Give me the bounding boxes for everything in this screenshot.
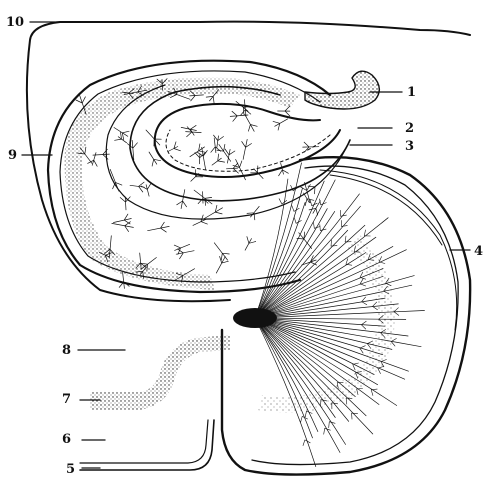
label-4: 4 xyxy=(474,244,483,259)
branch xyxy=(181,125,196,135)
fibre-twig xyxy=(340,210,346,216)
branch xyxy=(245,237,256,251)
label-9: 9 xyxy=(8,148,17,163)
label-6: 6 xyxy=(62,432,71,447)
label-10: 10 xyxy=(6,15,24,30)
branch xyxy=(245,114,257,131)
label-3: 3 xyxy=(405,139,414,154)
stippled-stalk xyxy=(90,335,230,410)
branch xyxy=(273,119,288,130)
branch xyxy=(242,139,252,159)
branch xyxy=(177,190,187,209)
label-2: 2 xyxy=(405,121,414,136)
branch xyxy=(148,222,170,232)
branch xyxy=(297,232,312,249)
hilum-bundle xyxy=(233,308,277,328)
fibre-twig xyxy=(352,413,358,419)
branch xyxy=(112,222,134,232)
label-5: 5 xyxy=(66,462,75,477)
branch xyxy=(168,142,181,152)
branch xyxy=(241,100,251,117)
branch xyxy=(193,215,208,225)
fibre-twig xyxy=(310,200,317,206)
branch xyxy=(204,205,222,218)
fibre-twig xyxy=(301,416,308,422)
branch xyxy=(130,182,144,192)
branch xyxy=(176,249,194,259)
fibre-twig xyxy=(294,218,301,224)
branch xyxy=(225,149,235,163)
fibre xyxy=(255,179,288,318)
branch xyxy=(308,183,320,194)
fibre xyxy=(255,318,318,432)
branch xyxy=(186,127,202,137)
label-7: 7 xyxy=(62,392,71,407)
branch xyxy=(141,183,151,196)
lower-membrane-2 xyxy=(80,420,208,463)
fibre-twig xyxy=(279,199,287,204)
hooked-end xyxy=(305,71,379,109)
label-8: 8 xyxy=(62,343,71,358)
branch xyxy=(115,132,127,143)
fibre xyxy=(255,318,392,349)
radiating-fibres xyxy=(233,163,425,467)
branch xyxy=(303,142,319,152)
branch xyxy=(198,192,208,204)
branch xyxy=(212,154,225,165)
fibre xyxy=(255,163,302,318)
fibre-twig xyxy=(292,206,299,212)
fibre-twig xyxy=(303,440,310,446)
label-1: 1 xyxy=(407,85,416,100)
branch xyxy=(146,130,161,146)
branch xyxy=(217,144,231,161)
branch xyxy=(214,243,229,260)
branch xyxy=(114,214,132,224)
fibre-twig xyxy=(341,220,347,226)
branch xyxy=(120,197,130,210)
